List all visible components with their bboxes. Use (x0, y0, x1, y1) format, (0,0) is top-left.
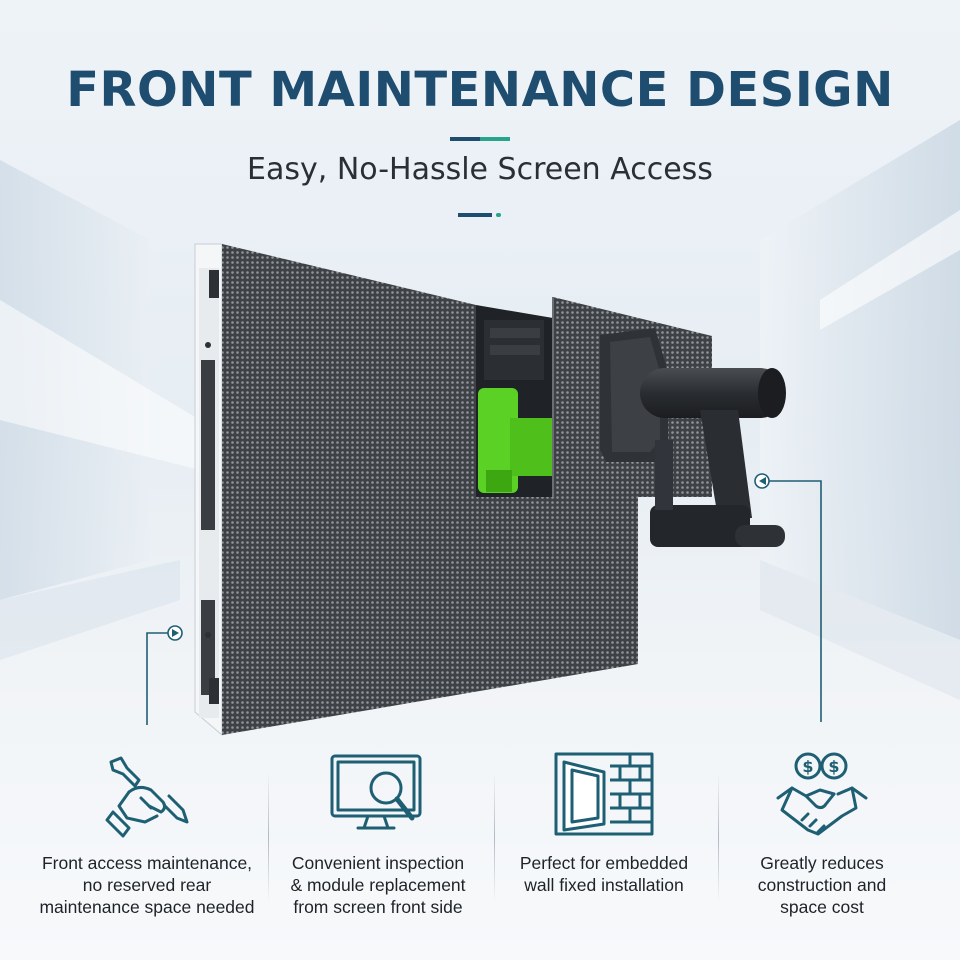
feature-row: Front access maintenance, no reserved re… (0, 742, 960, 942)
callout-left (146, 625, 183, 725)
suction-tool (600, 328, 786, 547)
wrench-hand-icon (105, 756, 189, 838)
feature-divider (718, 772, 719, 902)
led-cabinet-illustration (146, 243, 822, 737)
subtitle-underline-dot (496, 213, 501, 217)
cabinet-frame (194, 243, 223, 737)
feature-front-access: Front access maintenance, no reserved re… (32, 742, 262, 942)
feature-label: Convenient inspection & module replaceme… (290, 853, 466, 917)
led-module-surface (222, 244, 638, 735)
module-opening (476, 305, 553, 497)
svg-text:$: $ (802, 757, 813, 776)
handshake-dollar-icon: $ $ (776, 752, 868, 836)
green-module-connector (478, 388, 552, 493)
feature-label: Perfect for embedded wall fixed installa… (519, 853, 689, 895)
feature-label: Front access maintenance, no reserved re… (39, 853, 255, 917)
callout-right (754, 473, 822, 722)
title-underline (450, 137, 510, 141)
monitor-magnifier-icon (330, 754, 422, 830)
feature-cost-savings: $ $ Greatly reduces construction and spa… (707, 742, 937, 942)
svg-text:$: $ (828, 757, 839, 776)
feature-divider (268, 772, 269, 902)
page-title: FRONT MAINTENANCE DESIGN (66, 62, 894, 118)
feature-inspection: Convenient inspection & module replaceme… (263, 742, 493, 942)
page-subtitle: Easy, No-Hassle Screen Access (247, 152, 713, 187)
feature-embedded-install: Perfect for embedded wall fixed installa… (489, 742, 719, 942)
feature-divider (494, 772, 495, 902)
feature-label: Greatly reduces construction and space c… (757, 853, 887, 917)
brick-wall-panel-icon (554, 752, 654, 836)
subtitle-underline-dark (458, 213, 492, 217)
